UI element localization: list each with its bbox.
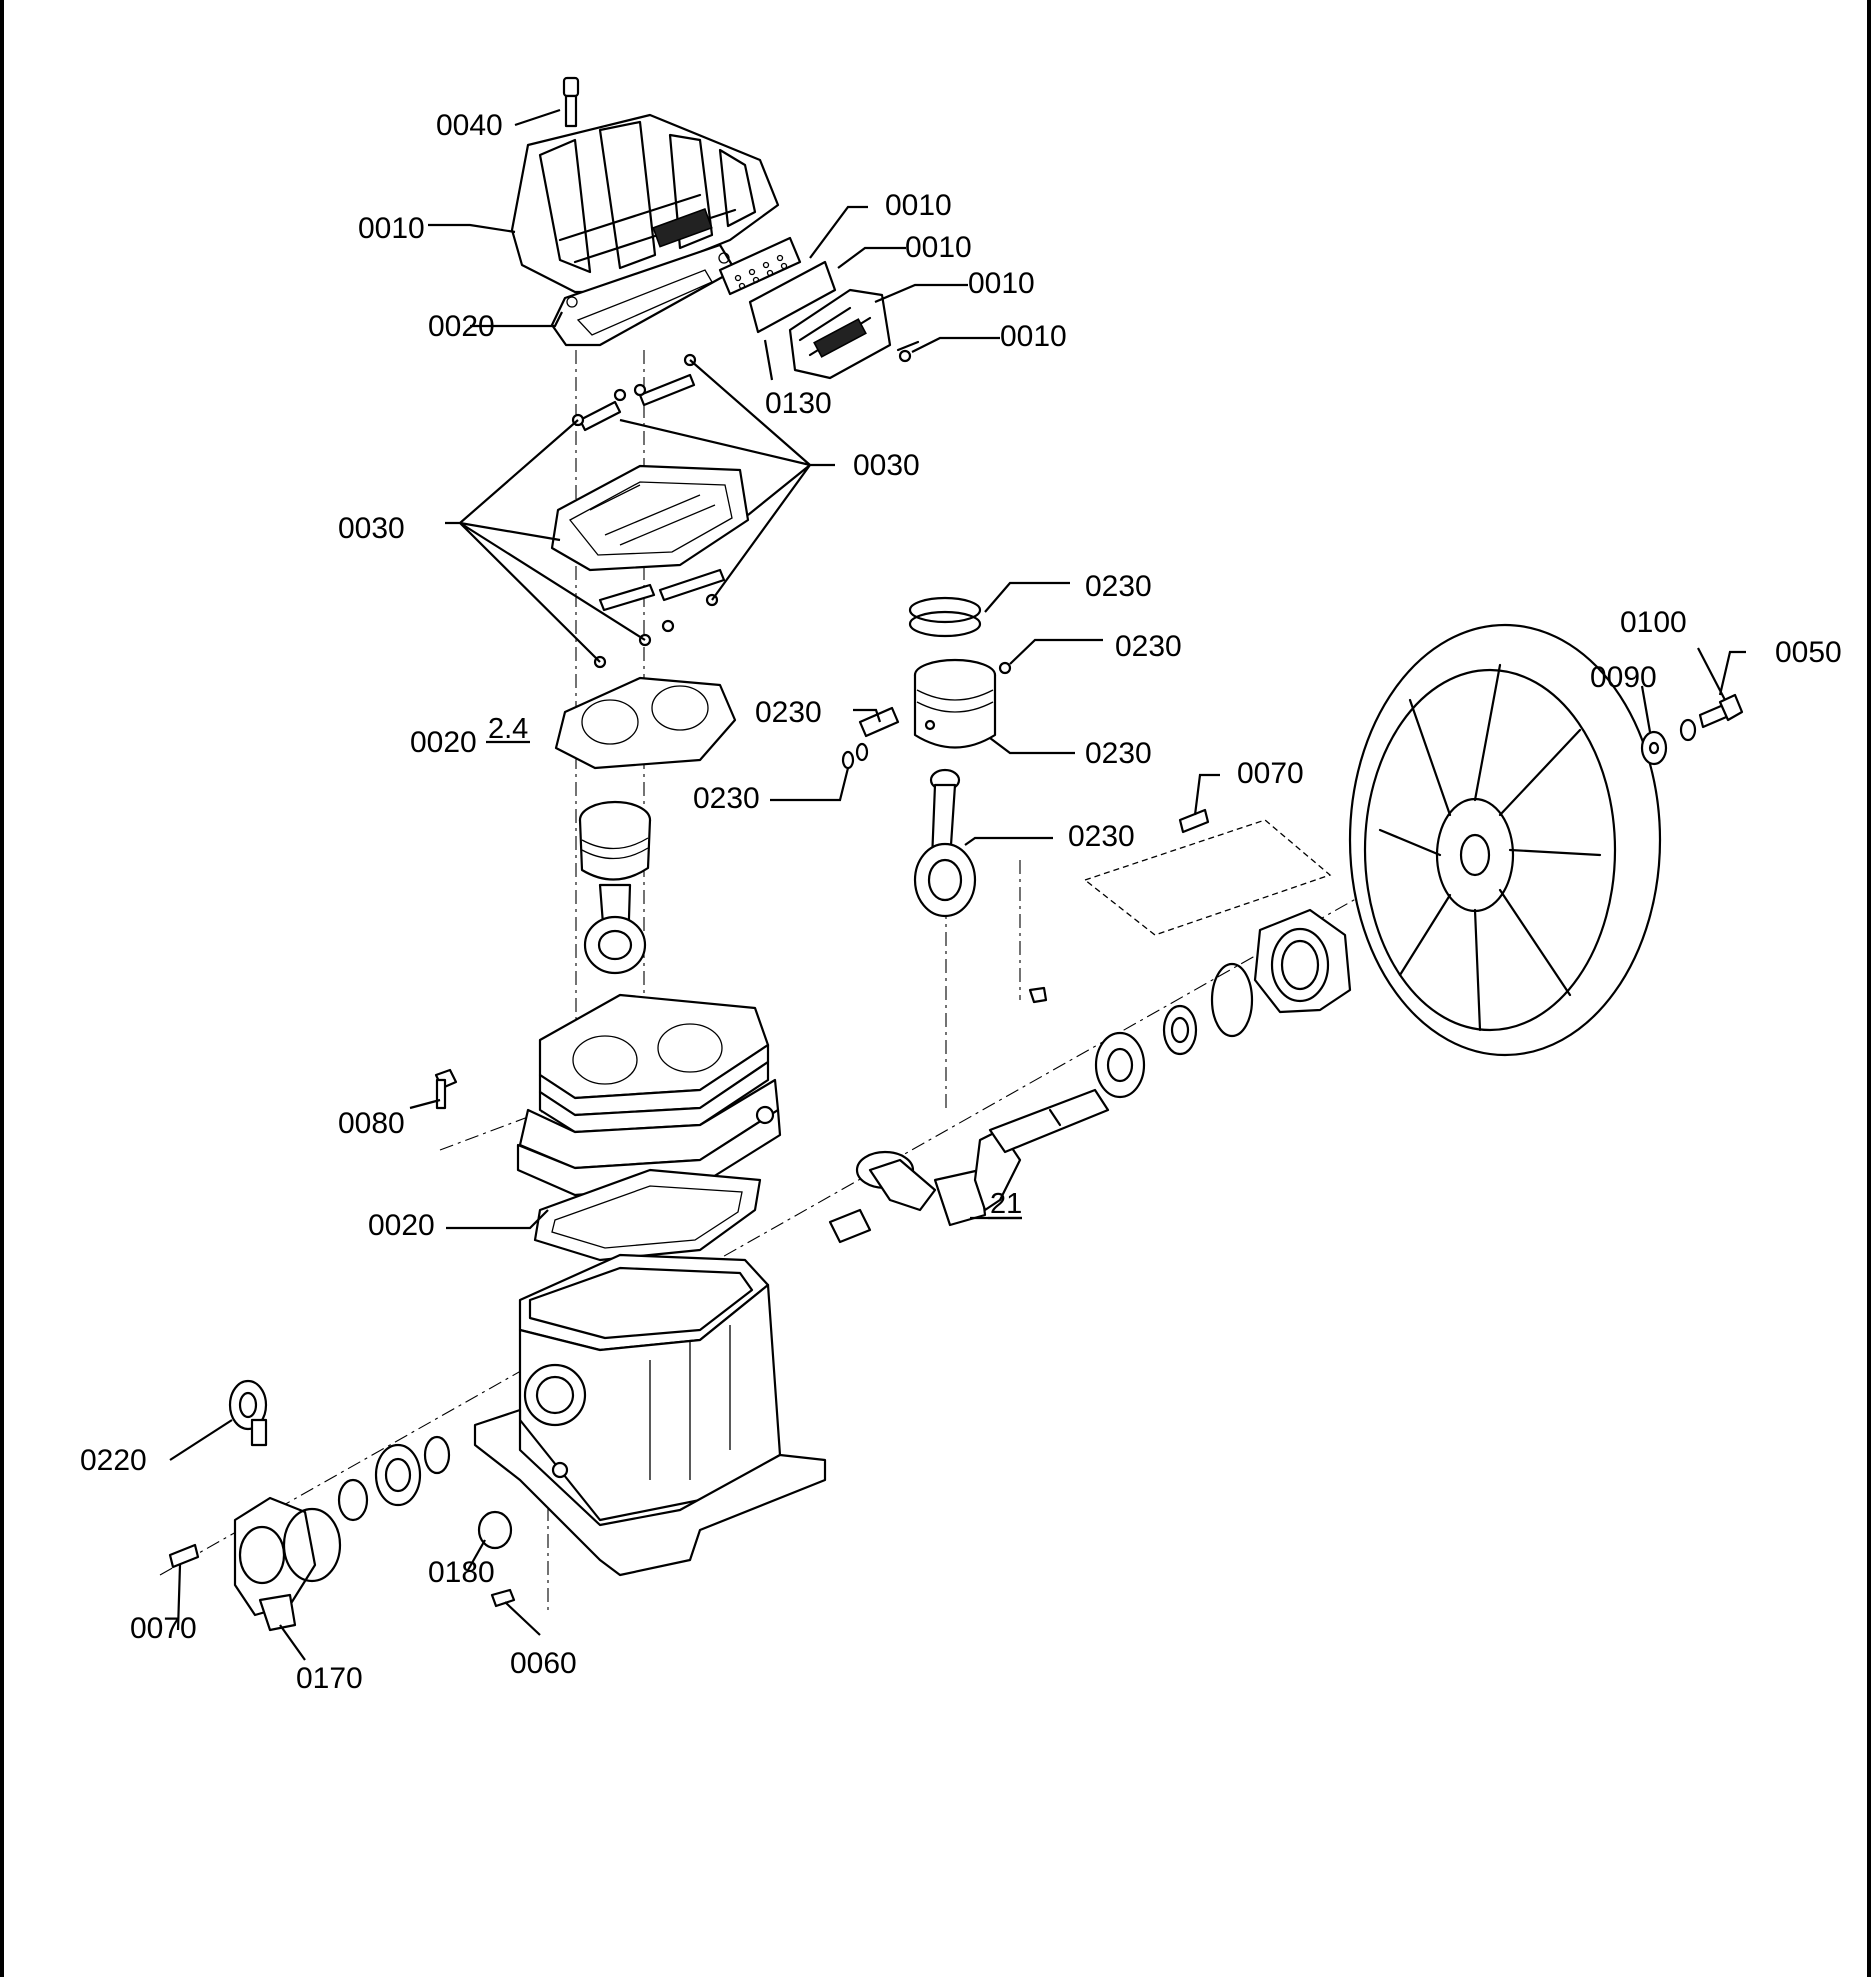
piston-rod-left <box>578 800 652 975</box>
plug-0180 <box>477 1510 513 1550</box>
bearing-left <box>374 1443 422 1507</box>
callout-0020-top: 0020 <box>428 310 495 343</box>
o-ring-right <box>1210 962 1254 1038</box>
callout-0170: 0170 <box>296 1662 363 1695</box>
breather-0220 <box>228 1379 268 1447</box>
callout-0090: 0090 <box>1590 661 1657 694</box>
valve-plate-assembly <box>550 353 750 669</box>
flywheel <box>1348 623 1662 1057</box>
callout-0010-screw: 0010 <box>1000 320 1067 353</box>
washer-0090 <box>1640 730 1668 766</box>
callout-0080: 0080 <box>338 1107 405 1140</box>
callout-0230-circlip: 0230 <box>693 782 760 815</box>
crankshaft <box>828 1088 1110 1244</box>
callout-0050: 0050 <box>1775 636 1842 669</box>
callout-0070-lower: 0070 <box>130 1612 197 1645</box>
bearing-cover-0170 <box>233 1496 317 1632</box>
callout-0230-piston: 0230 <box>1085 737 1152 770</box>
bolt-0070-lower <box>168 1543 200 1569</box>
crankcase <box>473 1253 827 1577</box>
callout-0220: 0220 <box>80 1444 147 1477</box>
reference-21: 21 <box>990 1188 1022 1220</box>
cylinder-head-cover <box>510 113 780 294</box>
flywheel-bolt-0050 <box>1698 693 1744 729</box>
callout-0180: 0180 <box>428 1556 495 1589</box>
callout-0010-filter-housing: 0010 <box>968 267 1035 300</box>
air-filter-assembly <box>718 236 920 380</box>
callout-0020-middle: 0020 <box>410 726 477 759</box>
seal-left <box>423 1435 451 1475</box>
bolt-0070-upper <box>1178 808 1210 834</box>
callout-0100: 0100 <box>1620 606 1687 639</box>
bolt-0040 <box>562 76 580 128</box>
callout-0010-cover: 0010 <box>358 212 425 245</box>
callout-0070-upper: 0070 <box>1237 757 1304 790</box>
callout-0010-filter-a: 0010 <box>885 189 952 222</box>
callout-0230-pin: 0230 <box>755 696 822 729</box>
cylinder-block <box>516 993 782 1205</box>
reference-underlines <box>486 740 1022 1220</box>
callout-0020-lower: 0020 <box>368 1209 435 1242</box>
callout-0130: 0130 <box>765 387 832 420</box>
gasket-middle <box>554 676 737 770</box>
callout-0010-filter-b: 0010 <box>905 231 972 264</box>
reference-2-4: 2.4 <box>488 713 528 745</box>
callout-0230-rod: 0230 <box>1068 820 1135 853</box>
main-bearing-right <box>1094 1031 1146 1099</box>
callout-0230-ring: 0230 <box>1085 570 1152 603</box>
bearing-flange-right <box>1253 908 1352 1014</box>
callout-0060: 0060 <box>510 1647 577 1680</box>
callout-0040: 0040 <box>436 109 503 142</box>
dashed-outline-crankcase <box>1083 819 1332 936</box>
washer-left <box>337 1478 369 1522</box>
oil-seal-right <box>1162 1004 1198 1056</box>
callout-0030-left: 0030 <box>338 512 405 545</box>
callout-0030-right: 0030 <box>853 449 920 482</box>
drain-plug-0060 <box>490 1588 516 1608</box>
callout-labels: 0040 0010 0010 0010 0010 0010 0020 0130 … <box>80 109 1842 1695</box>
leader-lines <box>169 108 1746 1661</box>
o-ring-left <box>282 1507 342 1583</box>
bolt-0080 <box>434 1068 458 1110</box>
callout-0230-clip: 0230 <box>1115 630 1182 663</box>
small-screw-mid <box>1028 986 1048 1004</box>
piston-kit-right <box>841 596 1012 918</box>
gasket-lower <box>533 1168 762 1262</box>
lock-washer-0100 <box>1679 718 1697 742</box>
